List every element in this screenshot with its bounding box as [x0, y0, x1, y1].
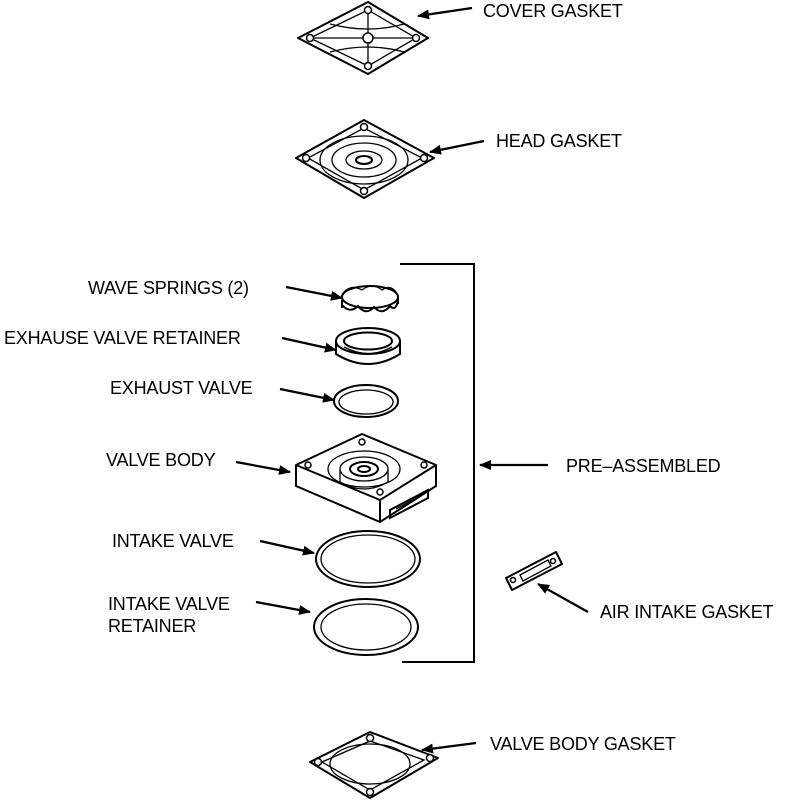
arrow-exhaust-valve-retainer	[281, 336, 337, 353]
exhaust-valve-part	[333, 384, 399, 418]
head-gasket-part	[295, 119, 435, 199]
intake-valve-retainer-part	[313, 598, 419, 656]
air-intake-gasket-part	[505, 551, 563, 591]
arrow-intake-valve-retainer	[255, 600, 311, 615]
arrow-cover-gasket	[417, 6, 473, 20]
label-cover-gasket: COVER GASKET	[483, 1, 623, 21]
cover-gasket-part	[297, 1, 429, 75]
label-head-gasket: HEAD GASKET	[496, 131, 622, 151]
label-valve-body-gasket: VALVE BODY GASKET	[490, 734, 676, 754]
label-pre-assembled: PRE–ASSEMBLED	[566, 456, 721, 476]
arrow-exhaust-valve	[279, 387, 335, 403]
label-intake-valve-retainer-line2: RETAINER	[108, 616, 197, 636]
label-air-intake-gasket: AIR INTAKE GASKET	[600, 602, 774, 622]
arrow-wave-springs	[285, 285, 343, 301]
arrow-valve-body-gasket	[421, 741, 477, 754]
label-exhaust-valve-retainer: EXHAUSE VALVE RETAINER	[4, 328, 241, 348]
exhaust-valve-retainer-part	[335, 327, 401, 365]
valve-body-part	[295, 433, 437, 524]
label-intake-valve-retainer-line1: INTAKE VALVE	[108, 594, 230, 614]
label-valve-body: VALVE BODY	[106, 450, 216, 470]
wave-springs-part	[341, 285, 399, 313]
pre-assembled-bracket	[400, 263, 475, 663]
arrow-head-gasket	[429, 139, 485, 155]
label-exhaust-valve: EXHAUST VALVE	[110, 378, 253, 398]
intake-valve-part	[315, 530, 421, 588]
label-wave-springs: WAVE SPRINGS (2)	[88, 278, 249, 298]
leader-arrows	[235, 6, 589, 754]
label-intake-valve: INTAKE VALVE	[112, 531, 234, 551]
valve-body-gasket-part	[309, 731, 439, 799]
arrow-intake-valve	[259, 539, 315, 556]
arrow-valve-body	[235, 460, 291, 475]
arrow-air-intake-gasket	[537, 583, 589, 613]
